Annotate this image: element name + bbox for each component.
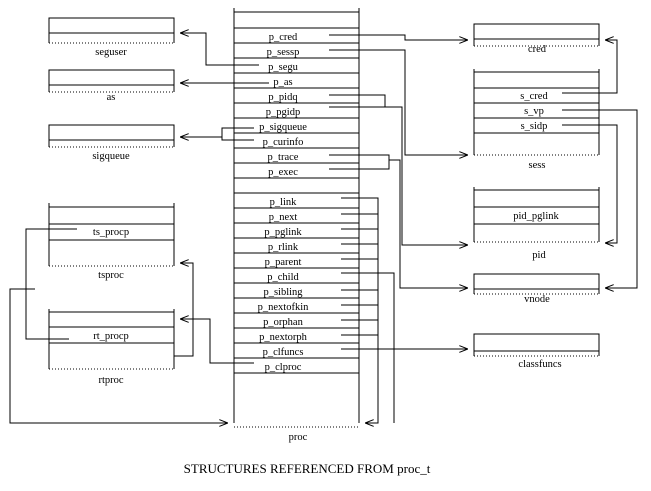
arrow-p-clproc-to-rtproc xyxy=(180,319,254,364)
arrow-s-vp-to-vnode xyxy=(562,109,638,288)
proc-field-p-cred: p_cred xyxy=(269,32,298,43)
arrow-rt-procp-to-proc xyxy=(9,288,228,423)
rtproc-field-rt-procp: rt_procp xyxy=(93,331,129,342)
pid-label: pid xyxy=(532,250,546,261)
sess-field-s-sidp: s_sidp xyxy=(521,121,548,132)
arrow-p-trace-to-vnode xyxy=(329,154,390,170)
proc-field-p-nextorph: p_nextorph xyxy=(259,332,308,343)
diagram-caption: STRUCTURES REFERENCED FROM proc_t xyxy=(184,461,431,476)
proc-field-p-as: p_as xyxy=(273,77,292,88)
arrow-ts-procp-to-proc xyxy=(25,228,77,340)
proc-field-p-exec: p_exec xyxy=(268,167,298,178)
proc-field-p-segu: p_segu xyxy=(268,62,298,73)
arrow-p-curinfo-join xyxy=(221,128,254,141)
proc-field-p-clfuncs: p_clfuncs xyxy=(263,347,304,358)
proc-field-p-sibling: p_sibling xyxy=(263,287,303,298)
cred-label: cred xyxy=(528,44,547,55)
sess-field-s-cred: s_cred xyxy=(520,91,548,102)
left-struct-boxes xyxy=(48,17,175,370)
proc-field-p-orphan: p_orphan xyxy=(263,317,303,328)
proc-field-p-sigqueue: p_sigqueue xyxy=(259,122,307,133)
arrow-bracket-to-tsproc xyxy=(174,263,194,357)
proc-struct-label: proc xyxy=(289,432,308,443)
arrow-s-sidp-to-pid xyxy=(562,124,618,243)
right-struct-boxes xyxy=(473,23,600,357)
pointer-arrows xyxy=(9,33,638,423)
proc-field-p-clproc: p_clproc xyxy=(265,362,302,373)
arrow-p-child-out xyxy=(341,272,395,423)
proc-field-p-rlink: p_rlink xyxy=(268,242,299,253)
proc-field-p-child: p_child xyxy=(267,272,299,283)
vnode-label: vnode xyxy=(524,294,550,305)
as-label: as xyxy=(107,92,116,103)
tsproc-label: tsproc xyxy=(98,270,124,281)
proc-field-p-pidq: p_pidq xyxy=(268,92,298,103)
proc-field-p-trace: p_trace xyxy=(268,152,299,163)
proc-field-p-parent: p_parent xyxy=(265,257,302,268)
pid-field-pid-pglink: pid_pglink xyxy=(513,211,559,222)
proc-field-p-curinfo: p_curinfo xyxy=(263,137,304,148)
sess-label: sess xyxy=(529,160,546,171)
proc-field-p-next: p_next xyxy=(269,212,298,223)
arrow-p-sessp-to-sess xyxy=(329,49,468,155)
arrow-p-pidq-to-pid xyxy=(329,94,468,245)
arrow-proc-self-links xyxy=(341,197,379,423)
proc-field-p-pgidp: p_pgidp xyxy=(266,107,300,118)
sess-field-s-vp: s_vp xyxy=(524,106,544,117)
classfuncs-label: classfuncs xyxy=(518,359,561,370)
proc-field-p-sessp: p_sessp xyxy=(267,47,300,58)
arrow-p-exec-to-vnode xyxy=(389,159,468,288)
proc-field-p-pglink: p_pglink xyxy=(264,227,302,238)
proc-bottom-dividers xyxy=(234,207,359,359)
arrow-p-cred-to-cred xyxy=(329,34,468,40)
tsproc-field-ts-procp: ts_procp xyxy=(93,227,129,238)
proc-field-p-link: p_link xyxy=(270,197,298,208)
rtproc-label: rtproc xyxy=(98,375,123,386)
proc-top-dividers xyxy=(234,42,359,164)
sigqueue-label: sigqueue xyxy=(92,151,130,162)
seguser-label: seguser xyxy=(95,47,127,58)
arrow-p-segu-to-seguser xyxy=(180,33,259,66)
proc-field-p-nextofkin: p_nextofkin xyxy=(258,302,309,313)
arrow-s-cred-to-cred xyxy=(562,40,618,94)
